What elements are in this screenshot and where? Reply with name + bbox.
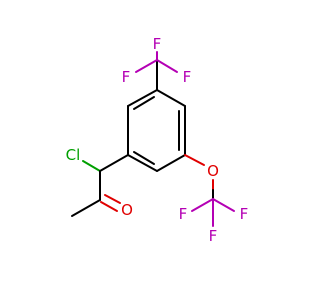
ring-double-bond <box>133 96 155 110</box>
bond-c-cl <box>82 160 101 172</box>
trifluoromethoxy: O F F F <box>179 154 249 245</box>
chlorine-atom-label: Cl <box>66 146 81 164</box>
ring-bond <box>127 89 158 107</box>
fluorine-atom-label: F <box>183 68 192 86</box>
bond-ring-o <box>184 154 205 166</box>
fluorine-atom-label: F <box>209 227 218 245</box>
bond-c-f <box>191 198 214 212</box>
chloroacetone-chain: Cl O <box>66 146 133 219</box>
ring-bond <box>156 89 186 107</box>
molecule-canvas: F F F Cl O O F F F <box>65 35 249 245</box>
ring-bond <box>127 154 158 172</box>
oxygen-atom-label: O <box>121 201 133 219</box>
ring-double-bond <box>133 151 155 165</box>
bond-c-f <box>135 59 158 73</box>
molecule-structure: F F F Cl O O F F F <box>66 35 249 245</box>
bond-c-methyl <box>71 199 101 217</box>
oxygen-atom-label: O <box>207 162 219 180</box>
trifluoromethyl-top: F F F <box>122 35 192 91</box>
fluorine-atom-label: F <box>122 68 131 86</box>
fluorine-atom-label: F <box>153 35 162 53</box>
bond-ring-chc <box>99 154 129 172</box>
bond-c-f <box>156 59 178 73</box>
fluorine-atom-label: F <box>240 205 249 223</box>
bond-c-o-double <box>104 194 121 204</box>
bond-c-o-double <box>100 201 118 212</box>
fluorine-atom-label: F <box>179 205 188 223</box>
benzene-ring <box>127 89 186 172</box>
ring-bond <box>156 154 186 172</box>
bond-c-f <box>212 198 235 212</box>
